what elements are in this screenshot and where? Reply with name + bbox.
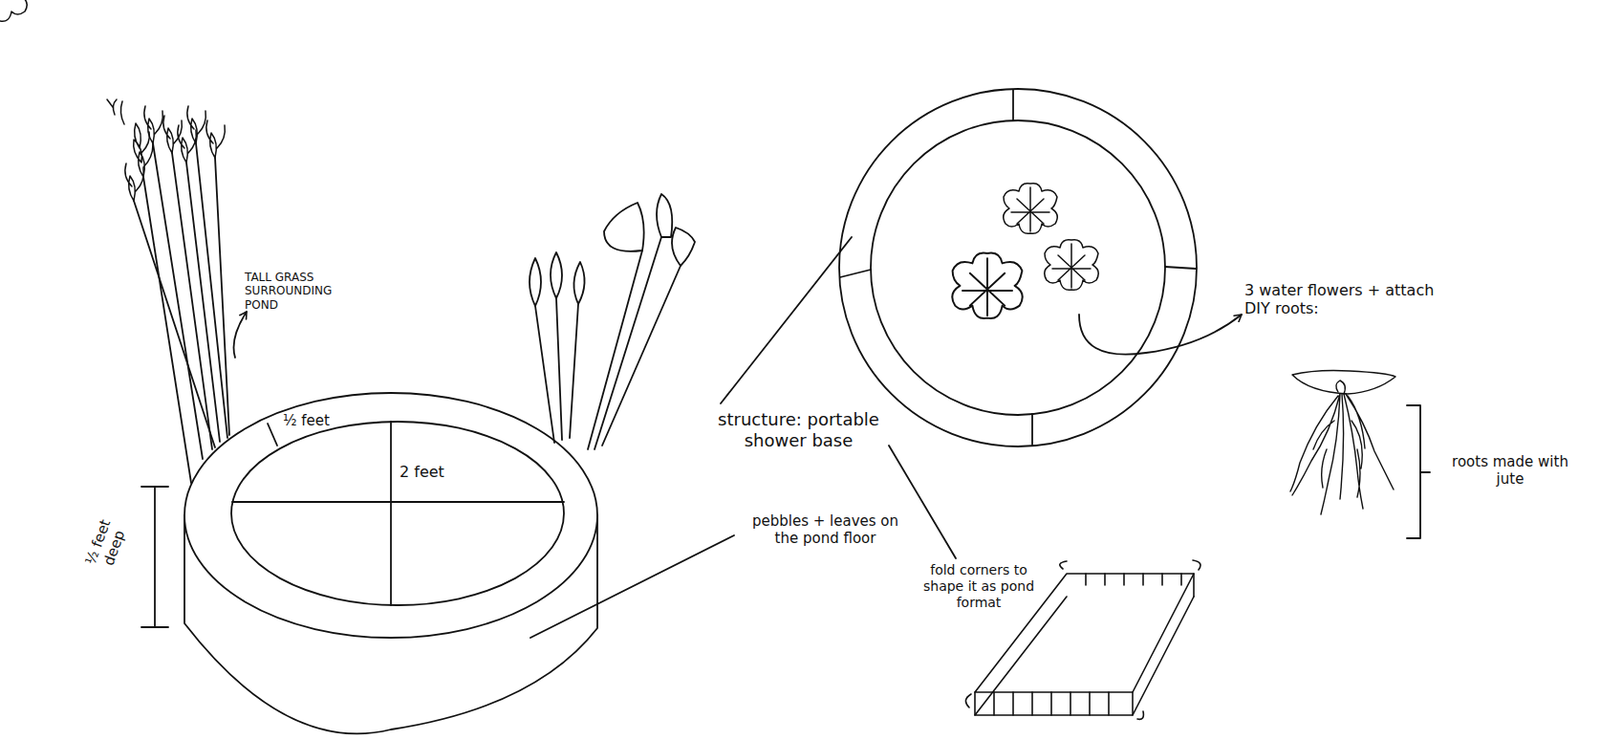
pond-bowl bbox=[184, 392, 598, 734]
pointer-arrow bbox=[234, 311, 248, 358]
tall-grass bbox=[107, 99, 230, 483]
annotation-label: fold corners to shape it as pond format bbox=[911, 562, 1046, 610]
depth-bracket bbox=[141, 486, 169, 628]
annotation-label: roots made with jute bbox=[1438, 453, 1582, 488]
annotation-label: TALL GRASS SURROUNDING POND bbox=[244, 270, 365, 312]
annotation-label: structure: portable shower base bbox=[700, 409, 897, 451]
annotation-label: ½ feet bbox=[282, 411, 330, 430]
water-flower bbox=[0, 0, 1099, 319]
annotation-label: pebbles + leaves on the pond floor bbox=[741, 512, 909, 547]
pond-plants bbox=[529, 194, 695, 450]
pond-top-view bbox=[839, 88, 1197, 447]
annotation-label: 2 feet bbox=[399, 462, 445, 481]
annotation-label: ½ feet deep bbox=[75, 498, 138, 592]
jute-roots bbox=[1290, 370, 1396, 516]
leader-line bbox=[530, 535, 735, 638]
leader-line bbox=[720, 237, 852, 404]
annotation-label: 3 water flowers + attach DIY roots: bbox=[1244, 281, 1436, 318]
leader-line bbox=[888, 445, 956, 559]
pointer-arrow bbox=[1079, 314, 1242, 355]
roots-bracket bbox=[1406, 405, 1430, 539]
